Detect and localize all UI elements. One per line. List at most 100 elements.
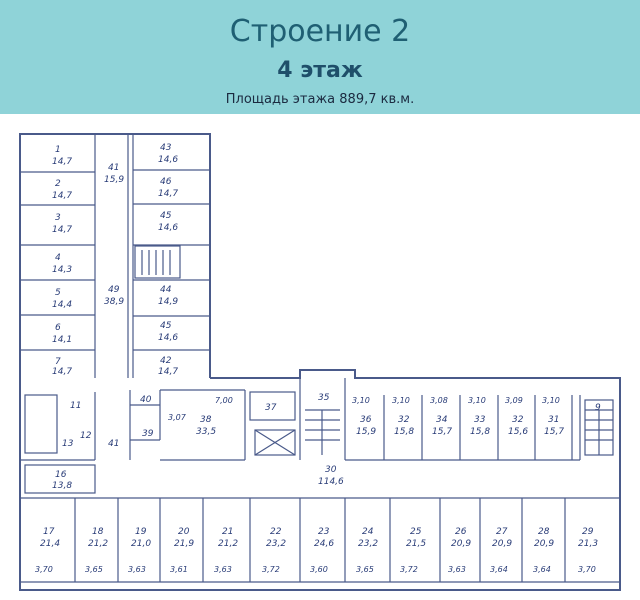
- room-31-number: 31: [548, 415, 559, 425]
- room-7-number: 7: [55, 357, 61, 367]
- room-25-number: 25: [410, 527, 422, 537]
- room-12-number: 12: [80, 431, 92, 441]
- outer-walls: [19, 133, 621, 591]
- dim-22: 3,72: [262, 565, 280, 574]
- room-44-area: 14,9: [158, 297, 178, 307]
- room-38-area: 33,5: [196, 427, 216, 437]
- dim-29: 3,70: [578, 565, 596, 574]
- room-26-number: 26: [455, 527, 467, 537]
- room-24-area: 23,2: [358, 539, 378, 549]
- dim-u38: 7,00: [215, 396, 233, 405]
- room-33-number: 33: [474, 415, 486, 425]
- room-6-area: 14,1: [52, 335, 72, 345]
- room-45-area: 14,6: [158, 223, 178, 233]
- room-32-number: 32: [398, 415, 410, 425]
- room-34-number: 34: [436, 415, 448, 425]
- room-17-number: 17: [43, 527, 55, 537]
- inner-walls: [20, 134, 620, 583]
- room-4-number: 4: [55, 253, 61, 263]
- room-36-area: 15,9: [356, 427, 376, 437]
- room-44-number: 44: [160, 285, 172, 295]
- room-25-area: 21,5: [406, 539, 426, 549]
- room-39-number: 39: [142, 429, 154, 439]
- room-11-number: 11: [70, 401, 81, 411]
- dim-28: 3,64: [533, 565, 551, 574]
- room-1-number: 1: [55, 145, 61, 155]
- room-27-area: 20,9: [492, 539, 512, 549]
- room-36-number: 36: [360, 415, 372, 425]
- dim-u32: 3,10: [392, 396, 410, 405]
- room-18-area: 21,2: [88, 539, 108, 549]
- dim-27: 3,64: [490, 565, 508, 574]
- room-45-number: 45: [160, 211, 172, 221]
- room-29-number: 29: [582, 527, 594, 537]
- room-41b-number: 41: [108, 439, 119, 449]
- room-28-number: 28: [538, 527, 550, 537]
- dim-23: 3,60: [310, 565, 328, 574]
- room-29-area: 21,3: [578, 539, 598, 549]
- room-45b-number: 45: [160, 321, 172, 331]
- room-33-area: 15,8: [470, 427, 490, 437]
- room-23-number: 23: [318, 527, 330, 537]
- title-banner: Строение 2 4 этаж Площадь этажа 889,7 кв…: [0, 0, 640, 114]
- room-7-area: 14,7: [52, 367, 72, 377]
- room-16-area: 13,8: [52, 481, 72, 491]
- dim-u33: 3,10: [468, 396, 486, 405]
- room-28-area: 20,9: [534, 539, 554, 549]
- room-41-number: 41: [108, 163, 119, 173]
- room-31-area: 15,7: [544, 427, 564, 437]
- dim-25: 3,72: [400, 565, 418, 574]
- room-45b-area: 14,6: [158, 333, 178, 343]
- room-42-area: 14,7: [158, 367, 178, 377]
- dim-18: 3,65: [85, 565, 103, 574]
- room-17-area: 21,4: [40, 539, 60, 549]
- room-42-number: 42: [160, 356, 172, 366]
- dim-u34: 3,08: [430, 396, 448, 405]
- room-22-number: 22: [270, 527, 282, 537]
- room-19-area: 21,0: [131, 539, 151, 549]
- room-40-number: 40: [140, 395, 152, 405]
- room-1-area: 14,7: [52, 157, 72, 167]
- room-32b-number: 32: [512, 415, 524, 425]
- room-27-number: 27: [496, 527, 508, 537]
- room-23-area: 24,6: [314, 539, 334, 549]
- dim-s38: 3,07: [168, 413, 187, 422]
- room-2-area: 14,7: [52, 191, 72, 201]
- room-18-number: 18: [92, 527, 104, 537]
- room-3-area: 14,7: [52, 225, 72, 235]
- dim-26: 3,63: [448, 565, 466, 574]
- room-21-area: 21,2: [218, 539, 238, 549]
- dim-u36: 3,10: [352, 396, 370, 405]
- room-13-number: 13: [62, 439, 74, 449]
- room-6-number: 6: [55, 323, 61, 333]
- room-20-number: 20: [178, 527, 190, 537]
- room-20-area: 21,9: [174, 539, 194, 549]
- room-9-number: 9: [595, 403, 601, 413]
- room-16-number: 16: [55, 470, 67, 480]
- room-38-number: 38: [200, 415, 212, 425]
- room-30-area: 114,6: [318, 477, 344, 487]
- room-24-number: 24: [362, 527, 374, 537]
- dim-19: 3,63: [128, 565, 146, 574]
- dim-17: 3,70: [35, 565, 53, 574]
- room-49-number: 49: [108, 285, 120, 295]
- room-35-number: 35: [318, 393, 330, 403]
- floor-area: Площадь этажа 889,7 кв.м.: [225, 92, 415, 107]
- dim-20: 3,61: [170, 565, 188, 574]
- room-43-number: 43: [160, 143, 172, 153]
- room-22-area: 23,2: [266, 539, 286, 549]
- room-49-area: 38,9: [104, 297, 124, 307]
- room-41-area: 15,9: [104, 175, 124, 185]
- room-32-area: 15,8: [394, 427, 414, 437]
- room-21-number: 21: [222, 527, 233, 537]
- room-32b-area: 15,6: [508, 427, 528, 437]
- dim-24: 3,65: [356, 565, 374, 574]
- floor-plan: 1 14,7 2 14,7 3 14,7 4 14,3 5 14,4 6 14,…: [19, 133, 621, 591]
- room-2-number: 2: [55, 179, 61, 189]
- room-3-number: 3: [55, 213, 61, 223]
- room-26-area: 20,9: [451, 539, 471, 549]
- room-19-number: 19: [135, 527, 147, 537]
- room-4-area: 14,3: [52, 265, 72, 275]
- floor-title: 4 этаж: [277, 58, 363, 83]
- room-30-number: 30: [325, 465, 337, 475]
